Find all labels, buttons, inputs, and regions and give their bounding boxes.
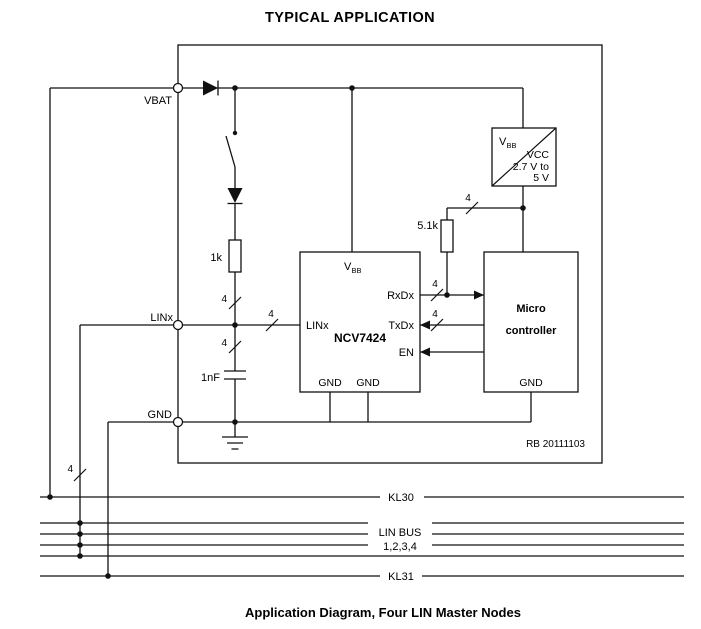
gnd-label: GND	[148, 409, 173, 421]
microcontroller-box	[483, 251, 579, 393]
lin-bus-label-line1: LIN BUS	[379, 527, 422, 539]
micro-label-line2: controller	[506, 325, 557, 337]
regulator-vbb-subscript: BB	[507, 141, 517, 150]
resistor-1k-label: 1k	[210, 252, 222, 264]
wire-count-label: 4	[67, 464, 73, 475]
regulator-diagonal	[491, 127, 557, 187]
transceiver-part-number: NCV7424	[334, 331, 386, 345]
wire-count-label: 4	[432, 279, 438, 290]
bus-lines	[40, 496, 684, 577]
transceiver-gnd-pin-label-left: GND	[318, 377, 342, 389]
txdx-arrowhead-icon	[420, 320, 430, 330]
transceiver-linx-pin-label: LINx	[306, 320, 329, 332]
vbat-label: VBAT	[144, 95, 172, 107]
wire-count-label: 4	[465, 193, 471, 204]
micro-label-line1: Micro	[516, 303, 546, 315]
switch-icon	[225, 130, 238, 168]
wire-count-label: 4	[221, 338, 227, 349]
wire-count-label: 4	[432, 309, 438, 320]
reverse-diode-icon	[227, 188, 243, 205]
junction-dots	[47, 85, 526, 579]
lin-bus-label-mask	[368, 518, 432, 553]
transceiver-en-pin-label: EN	[399, 347, 414, 359]
wire-segments	[49, 87, 532, 576]
regulator-range-label: 2.7 V to	[513, 161, 549, 173]
regulator-vcc-label: VCC	[527, 149, 550, 161]
signal-arrows	[420, 290, 484, 357]
diagram-title: TYPICAL APPLICATION	[265, 10, 435, 26]
kl31-label: KL31	[388, 571, 414, 583]
diagram-caption: Application Diagram, Four LIN Master Nod…	[245, 605, 521, 620]
transceiver-txdx-pin-label: TxDx	[388, 320, 414, 332]
transceiver-rxdx-pin-label: RxDx	[387, 290, 414, 302]
regulator-5v-label: 5 V	[533, 172, 549, 184]
rxdx-arrowhead-icon	[474, 290, 484, 300]
micro-gnd-pin-label: GND	[519, 377, 543, 389]
resistor-5k1-icon	[440, 219, 454, 253]
reference-number: RB 20111103	[526, 439, 585, 450]
vbat-terminal	[172, 82, 184, 94]
lin-bus-label-line2: 1,2,3,4	[383, 541, 417, 553]
regulator-box	[491, 127, 557, 187]
resistor-1k-icon	[228, 239, 242, 273]
resistor-5k1-label: 5.1k	[417, 220, 438, 232]
capacitor-icon	[224, 370, 246, 380]
wire-count-label: 4	[221, 294, 227, 305]
wire-count-label: 4	[268, 309, 274, 320]
kl30-label: KL30	[388, 492, 414, 504]
en-arrowhead-icon	[420, 347, 430, 357]
kl30-label-mask	[380, 490, 424, 503]
transceiver-box	[299, 251, 421, 393]
transceiver-vbb-pin-label: V	[344, 261, 352, 273]
series-diode-icon	[203, 80, 219, 96]
capacitor-1nf-label: 1nF	[201, 372, 220, 384]
transceiver-gnd-pin-label-right: GND	[356, 377, 380, 389]
bus-width-slashes	[73, 201, 479, 482]
linx-terminal	[172, 319, 184, 331]
regulator-vbb-label: V	[499, 136, 507, 148]
gnd-terminal	[172, 416, 184, 428]
application-boundary-box	[177, 44, 603, 464]
kl31-label-mask	[380, 569, 422, 582]
transceiver-vbb-pin-subscript: BB	[352, 266, 362, 275]
linx-label: LINx	[150, 312, 173, 324]
ground-icon	[222, 436, 248, 450]
